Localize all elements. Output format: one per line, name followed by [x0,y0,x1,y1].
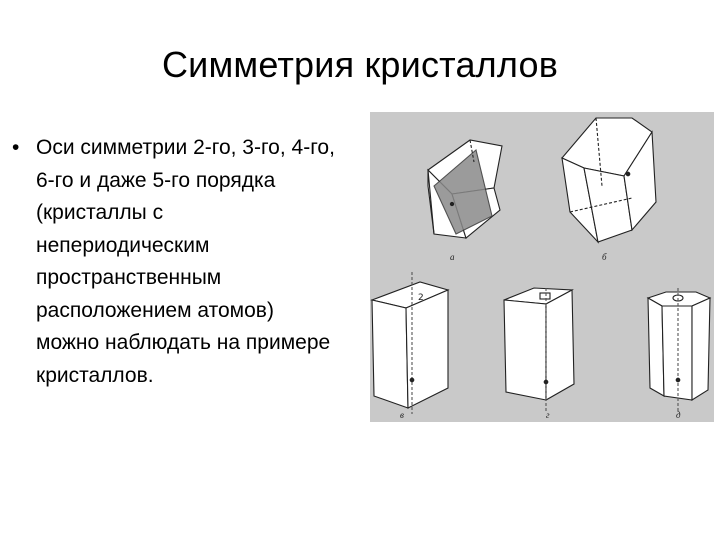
crystal-g [503,287,575,412]
crystal-b [561,117,657,244]
label-g: г [546,410,550,420]
label-a: а [450,252,455,262]
bullet-marker: • [12,136,20,159]
label-v: в [400,410,404,420]
label-d: д [676,410,681,420]
crystal-v: 2 [370,272,450,414]
bullet-text: Оси симметрии 2-го, 3-го, 4-го, 6-го и д… [36,136,335,387]
crystal-d [646,288,712,412]
crystal-figure-svg: а б 2 в [370,117,712,420]
label-b: б [602,252,607,262]
page-title: Симметрия кристаллов [161,44,559,85]
crystal-a [427,139,503,239]
svg-text:2: 2 [418,293,424,303]
crystal-symmetry-figure: а б 2 в [370,112,714,422]
bullet-list: • Оси симметрии 2-го, 3-го, 4-го, 6-го и… [12,132,352,392]
